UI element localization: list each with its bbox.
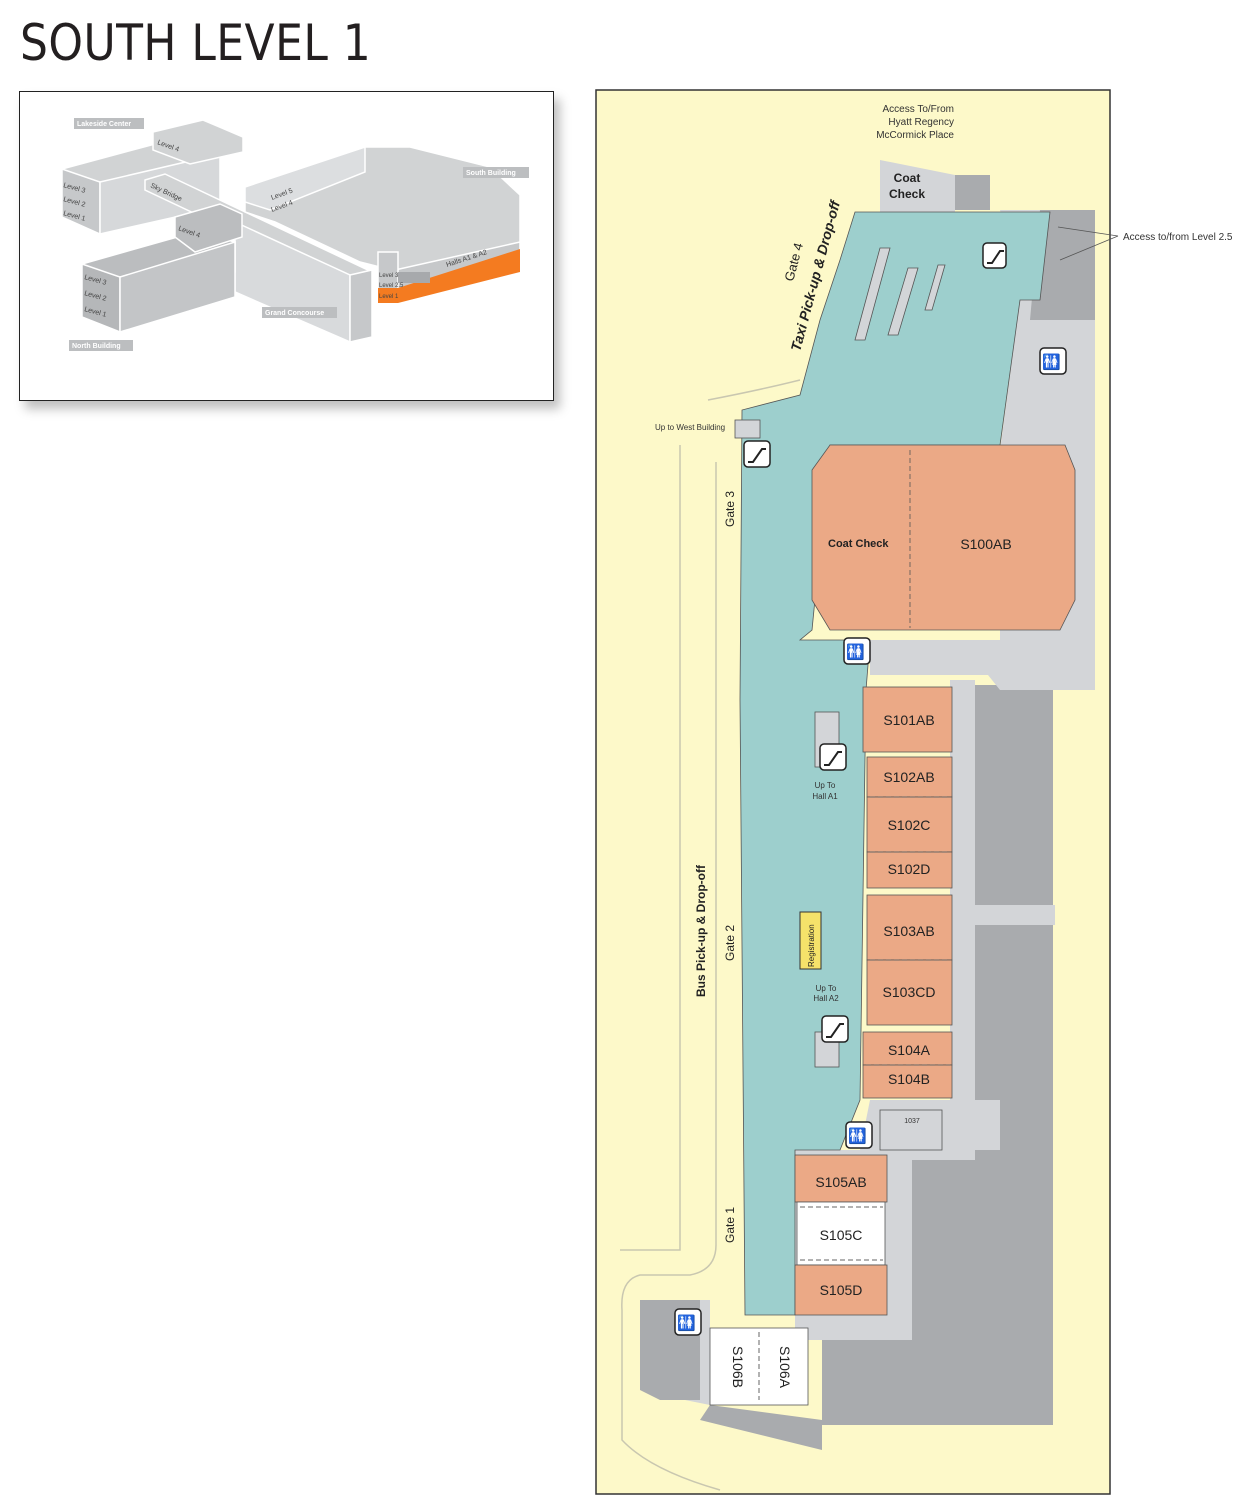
room-label-S105D: S105D bbox=[820, 1282, 863, 1298]
room-S102D[interactable] bbox=[866, 851, 953, 889]
room-label-S106A: S106A bbox=[777, 1346, 793, 1389]
escalator-icon bbox=[819, 743, 847, 771]
restroom-icon: 🚻 bbox=[674, 1308, 702, 1336]
room-S105AB[interactable] bbox=[794, 1154, 888, 1203]
halls-level1-highlight bbox=[398, 249, 520, 303]
south-building-label: South Building bbox=[466, 170, 516, 177]
svg-text:🚻: 🚻 bbox=[846, 643, 865, 661]
north-building-label: North Building bbox=[72, 343, 121, 350]
room-S103AB[interactable] bbox=[866, 894, 953, 961]
hyatt-access-line1: Access To/From bbox=[883, 104, 955, 115]
coat-check-top-line1: Coat bbox=[894, 171, 921, 185]
coat-check-top-room bbox=[880, 160, 955, 212]
room-label-S103AB: S103AB bbox=[883, 923, 934, 939]
hyatt-access-line2: Hyatt Regency bbox=[888, 117, 954, 128]
gate4-label: Gate 4 bbox=[781, 241, 806, 283]
room-S104A[interactable] bbox=[862, 1031, 953, 1066]
coat-check-hall-label: Coat Check bbox=[828, 538, 889, 550]
gate1-label: Gate 1 bbox=[723, 1207, 737, 1243]
gate3-label: Gate 3 bbox=[723, 491, 737, 527]
south-level3: Level 3 bbox=[379, 273, 399, 279]
grand-concourse-label: Grand Concourse bbox=[265, 310, 324, 317]
service-corridor-north bbox=[870, 210, 1095, 690]
south-level1: Level 1 bbox=[379, 294, 399, 300]
room-label-S101AB: S101AB bbox=[883, 712, 934, 728]
escalator-icon bbox=[982, 242, 1007, 269]
bus-label: Bus Pick-up & Drop-off bbox=[694, 864, 708, 997]
escalator-icon bbox=[743, 440, 771, 468]
restroom-icon: 🚻 bbox=[843, 637, 871, 665]
hyatt-access-line3: McCormick Place bbox=[876, 130, 954, 141]
map-background bbox=[595, 89, 1111, 1495]
room-label-S102AB: S102AB bbox=[883, 769, 934, 785]
room-label-S100AB: S100AB bbox=[960, 536, 1011, 552]
locator-diagram: Lakeside Center South Building Grand Con… bbox=[61, 118, 529, 351]
room-1037-label: 1037 bbox=[904, 1118, 920, 1125]
roads bbox=[620, 379, 801, 1491]
exhibit-hall-area bbox=[822, 685, 1053, 1425]
level25-access-label: Access to/from Level 2.5 bbox=[1123, 232, 1233, 243]
page-title: SOUTH LEVEL 1 bbox=[20, 14, 372, 72]
room-label-S103CD: S103CD bbox=[883, 984, 936, 1000]
room-label-S102D: S102D bbox=[888, 861, 931, 877]
room-label-S104A: S104A bbox=[888, 1042, 931, 1058]
svg-text:🚻: 🚻 bbox=[677, 1314, 696, 1332]
svg-text:🚻: 🚻 bbox=[848, 1127, 867, 1145]
room-label-S102C: S102C bbox=[888, 817, 931, 833]
concourse bbox=[739, 211, 1051, 1316]
svg-text:🚻: 🚻 bbox=[1042, 353, 1061, 371]
registration-label: Registration bbox=[807, 924, 816, 967]
room-S100AB[interactable] bbox=[811, 444, 1076, 631]
room-S102AB[interactable] bbox=[866, 756, 953, 798]
lakeside-center-label: Lakeside Center bbox=[77, 121, 131, 128]
room-S105C[interactable] bbox=[796, 1201, 886, 1266]
up-hall-a2-line2: Hall A2 bbox=[813, 994, 839, 1003]
west-building-label: Up to West Building bbox=[655, 423, 725, 432]
room-S103CD[interactable] bbox=[866, 959, 953, 1026]
up-hall-a2-line1: Up To bbox=[816, 984, 837, 993]
building-locator-inset: Lakeside Center South Building Grand Con… bbox=[19, 91, 554, 401]
up-hall-a1-line1: Up To bbox=[815, 781, 836, 790]
room-S105D[interactable] bbox=[794, 1264, 888, 1316]
up-hall-a1-line2: Hall A1 bbox=[812, 792, 838, 801]
room-S104B[interactable] bbox=[862, 1064, 953, 1099]
taxi-label: Taxi Pick-up & Drop-off bbox=[787, 198, 843, 353]
room-S102C[interactable] bbox=[866, 796, 953, 853]
restroom-icon: 🚻 bbox=[845, 1121, 873, 1149]
room-S106[interactable] bbox=[709, 1327, 809, 1406]
escalator-icon bbox=[821, 1015, 849, 1043]
registration-desk[interactable] bbox=[799, 911, 822, 970]
south-level25: Level 2.5 bbox=[379, 283, 404, 289]
gate2-label: Gate 2 bbox=[723, 925, 737, 961]
coat-check-top-line2: Check bbox=[889, 187, 925, 201]
restroom-icon: 🚻 bbox=[1039, 347, 1067, 375]
level1-highlight bbox=[378, 288, 398, 303]
room-label-S106B: S106B bbox=[730, 1346, 746, 1388]
room-label-S105AB: S105AB bbox=[815, 1174, 866, 1190]
room-label-S105C: S105C bbox=[820, 1227, 863, 1243]
room-1037[interactable] bbox=[879, 1109, 943, 1151]
room-S101AB[interactable] bbox=[862, 686, 953, 753]
room-label-S104B: S104B bbox=[888, 1071, 930, 1087]
service-corridor-south bbox=[660, 680, 975, 1405]
